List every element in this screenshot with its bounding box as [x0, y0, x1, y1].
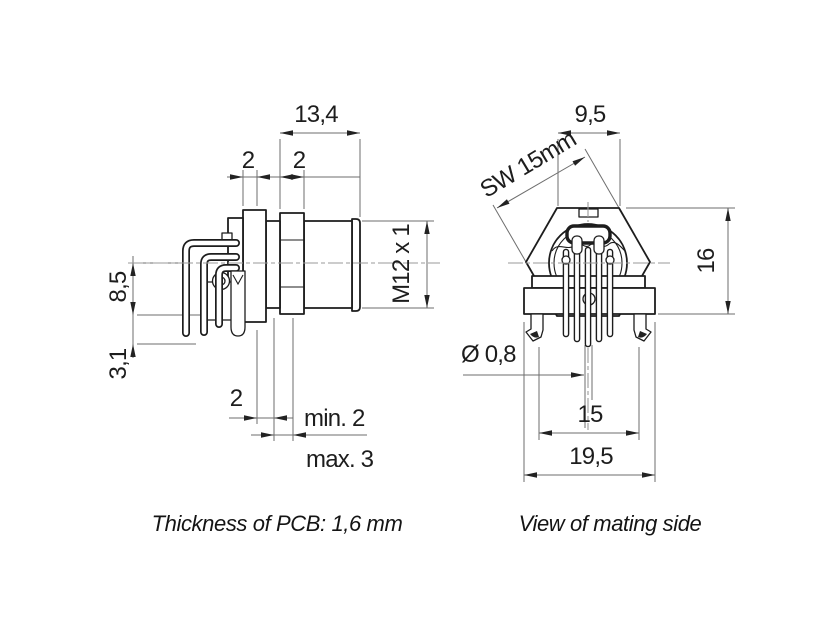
dim-label-pin-protrusion: 3,1: [105, 348, 132, 379]
shaft: [265, 220, 281, 309]
threaded-barrel: [303, 220, 353, 309]
left-view-caption: Thickness of PCB: 1,6 mm: [152, 511, 403, 536]
bent-pcb-pins: [182, 239, 240, 337]
right-arrowheads: [497, 130, 731, 478]
contact-pin-right: [593, 235, 605, 255]
dim-label-total-length: 13,4: [294, 101, 338, 128]
dim-label-panel-min: min. 2: [304, 405, 365, 432]
barrel-tip: [351, 218, 361, 312]
front-pin-cluster: [561, 235, 615, 348]
dim-label-height: 16: [693, 248, 720, 274]
side-pin-right: [605, 255, 615, 265]
left-view-side: 13,4 2 2 8,5 3,1 2 min. 2 max. 3 M12 x 1: [105, 101, 440, 473]
side-pin-left: [561, 255, 571, 265]
left-dimension-lines: [128, 132, 434, 441]
dim-label-pin-row-offset: 8,5: [105, 271, 132, 302]
center-contact: [230, 270, 246, 337]
dim-label-pcb-offset: 2: [230, 385, 243, 412]
right-view-caption: View of mating side: [519, 511, 702, 536]
dim-label-total-width: 19,5: [569, 443, 613, 470]
mounting-flange: [242, 209, 267, 323]
pin-diameter-label: Ø 0,8: [461, 341, 516, 368]
dim-label-flange-width: 2: [242, 147, 255, 174]
dim-label-leg-pitch: 15: [577, 401, 603, 428]
right-dimension-lines: [463, 132, 735, 482]
wrench-size-label: SW 15mm: [476, 126, 581, 204]
dim-label-key-width: 9,5: [575, 101, 606, 128]
thread-label: M12 x 1: [388, 224, 415, 304]
contact-pin-left: [571, 235, 583, 255]
right-view-mating: 9,5 SW 15mm 16 Ø 0,8 15 19,5: [461, 101, 735, 482]
left-arrowheads: [130, 130, 430, 438]
insulator-wave: [551, 241, 626, 252]
dim-label-hex-width: 2: [293, 147, 306, 174]
coding-arrow-icon: [232, 274, 244, 286]
dim-label-panel-max: max. 3: [306, 446, 374, 473]
